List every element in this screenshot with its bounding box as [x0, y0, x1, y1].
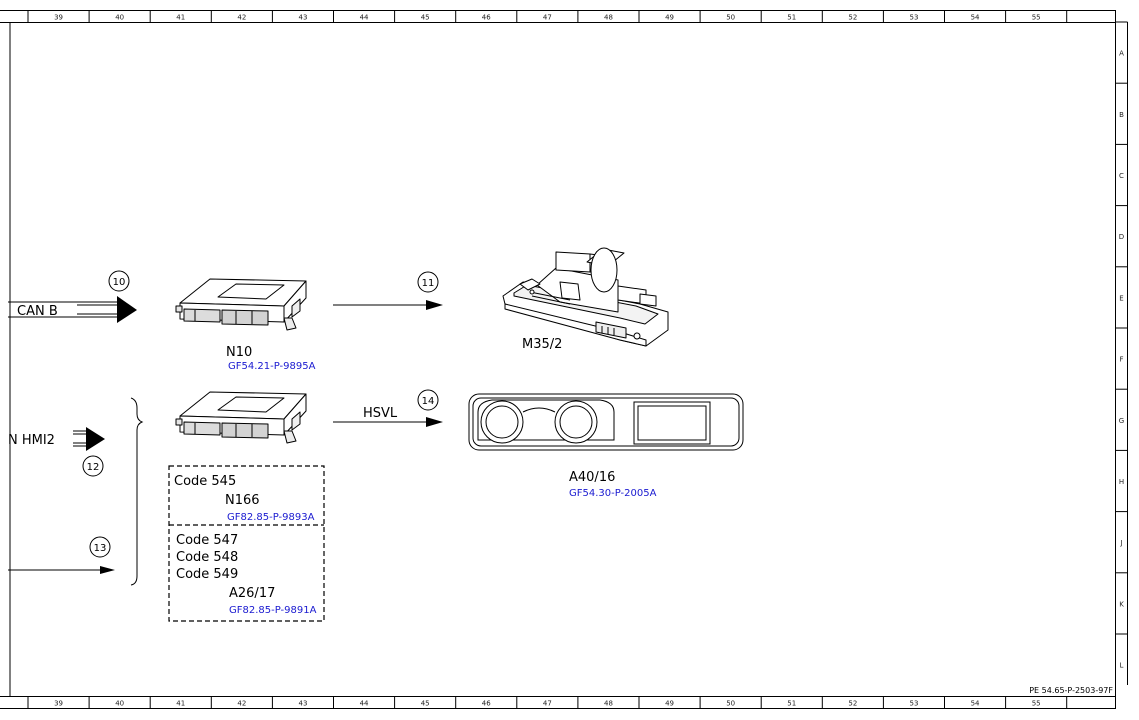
callout-11[interactable]: 11 — [417, 271, 439, 293]
a26-17-code-1: Code 547 — [176, 533, 238, 548]
grid-column-label: 40 — [115, 700, 124, 708]
grid-column-label: 48 — [604, 14, 613, 22]
grid-column-label: 53 — [909, 700, 918, 708]
can-b-label: CAN B — [17, 304, 58, 319]
n10-name: N10 — [226, 345, 252, 360]
grid-row-label: L — [1120, 662, 1124, 670]
grid-column-label: 50 — [726, 14, 735, 22]
can-b-bus: CAN B — [8, 296, 137, 323]
svg-text:14: 14 — [422, 396, 435, 407]
a40-16-display-icon[interactable] — [468, 393, 744, 451]
grid-row-label: K — [1119, 600, 1124, 608]
bottom-column-ruler: 39 40 41 42 43 44 45 46 47 48 49 50 51 52 53 54 55 — [27, 696, 1068, 709]
a40-16-ref-link[interactable]: GF54.30-P-2005A — [569, 488, 657, 499]
a26-17-ref-link[interactable]: GF82.85-P-9891A — [229, 605, 317, 616]
grid-row-label: J — [1119, 539, 1122, 547]
can-hmi2-label: N HMI2 — [8, 433, 55, 448]
grid-column-label: 52 — [848, 700, 857, 708]
grid-row-label: H — [1119, 478, 1124, 486]
signal-13-arrow — [8, 566, 115, 574]
grid-column-label: 39 — [54, 700, 63, 708]
a26-17-code-3: Code 549 — [176, 567, 238, 582]
drawing-id: PE 54.65-P-2503-97F — [1029, 686, 1113, 695]
grid-column-label: 41 — [176, 14, 185, 22]
can-hmi2-arrowhead — [86, 427, 105, 451]
grid-column-label: 46 — [482, 700, 491, 708]
grid-row-label: D — [1119, 233, 1124, 241]
callout-12[interactable]: 12 — [82, 455, 104, 477]
hsvl-arrow: HSVL — [333, 406, 443, 427]
grid-column-label: 49 — [665, 700, 674, 708]
grid-column-label: 48 — [604, 700, 613, 708]
grid-column-label: 53 — [909, 14, 918, 22]
variant-code-box — [168, 465, 325, 622]
grid-column-label: 41 — [176, 700, 185, 708]
m35-2-name: M35/2 — [522, 337, 562, 352]
grid-row-label: B — [1119, 111, 1124, 119]
grid-column-label: 51 — [787, 700, 796, 708]
grid-column-label: 42 — [237, 14, 246, 22]
grid-column-label: 44 — [360, 700, 369, 708]
a40-16-name: A40/16 — [569, 470, 615, 485]
a26-17-name: A26/17 — [229, 586, 275, 601]
svg-text:13: 13 — [94, 543, 107, 554]
callout-14[interactable]: 14 — [417, 389, 439, 411]
drawing-frame — [0, 10, 1128, 709]
n10-module-icon[interactable] — [175, 278, 307, 331]
grid-column-label: 43 — [298, 14, 307, 22]
grid-column-label: 43 — [298, 700, 307, 708]
top-column-ruler: 39 40 41 42 43 44 45 46 47 48 49 50 51 52 53 54 55 — [27, 10, 1068, 23]
grid-row-label: C — [1119, 172, 1124, 180]
a26-17-code-2: Code 548 — [176, 550, 238, 565]
grid-column-label: 54 — [971, 14, 980, 22]
grid-row-label: G — [1119, 417, 1124, 425]
n166-code: Code 545 — [174, 474, 236, 489]
grid-column-label: 44 — [360, 14, 369, 22]
n166-name: N166 — [225, 493, 260, 508]
n10-to-m35-arrow — [333, 300, 443, 310]
grid-column-label: 52 — [848, 14, 857, 22]
grid-column-label: 50 — [726, 700, 735, 708]
right-row-ruler: A B C D E F G H J K L — [1115, 21, 1128, 670]
grid-column-label: 49 — [665, 14, 674, 22]
grid-column-label: 39 — [54, 14, 63, 22]
can-hmi2-bus: N HMI2 — [8, 427, 105, 451]
n166-ref-link[interactable]: GF82.85-P-9893A — [227, 512, 315, 523]
grid-row-label: A — [1119, 50, 1124, 58]
n10-ref-link[interactable]: GF54.21-P-9895A — [228, 361, 316, 372]
grid-column-label: 47 — [543, 700, 552, 708]
svg-text:11: 11 — [422, 278, 435, 289]
callout-10[interactable]: 10 — [108, 270, 130, 292]
grid-column-label: 54 — [971, 700, 980, 708]
grid-row-label: E — [1119, 294, 1123, 302]
grouping-brace — [130, 397, 144, 586]
n166-module-icon[interactable] — [175, 391, 307, 444]
grid-column-label: 47 — [543, 14, 552, 22]
grid-column-label: 55 — [1032, 14, 1041, 22]
m35-2-actuator-icon[interactable] — [502, 247, 669, 347]
grid-column-label: 45 — [421, 700, 430, 708]
grid-column-label: 55 — [1032, 700, 1041, 708]
grid-column-label: 46 — [482, 14, 491, 22]
grid-row-label: F — [1119, 356, 1123, 364]
grid-column-label: 42 — [237, 700, 246, 708]
hsvl-label: HSVL — [363, 406, 398, 421]
can-b-arrowhead — [117, 296, 137, 323]
svg-text:12: 12 — [87, 462, 100, 473]
grid-column-label: 51 — [787, 14, 796, 22]
callout-13[interactable]: 13 — [89, 536, 111, 558]
svg-text:10: 10 — [113, 277, 126, 288]
grid-column-label: 45 — [421, 14, 430, 22]
grid-column-label: 40 — [115, 14, 124, 22]
